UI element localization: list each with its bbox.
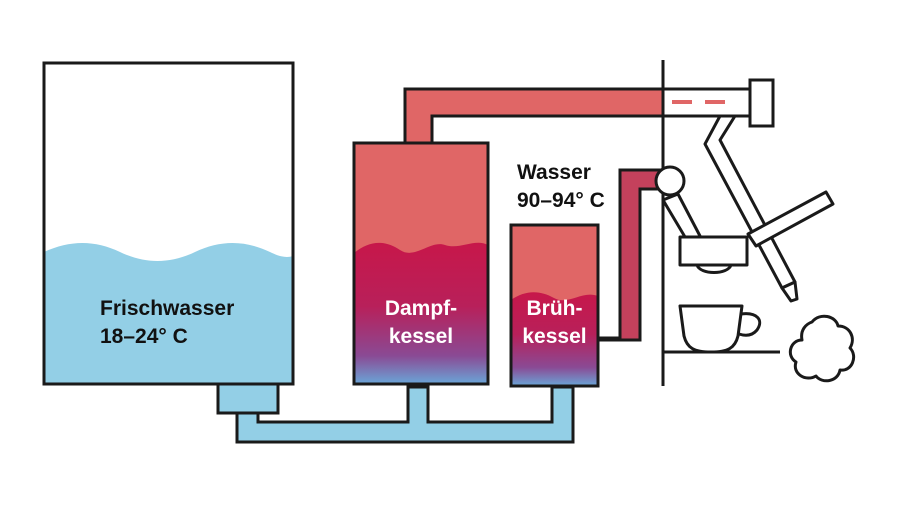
steam-valve	[661, 78, 775, 128]
brew-temp-label-line2: 90–94° C	[517, 189, 605, 212]
brew-temp-label-line1: Wasser	[517, 161, 591, 184]
steam-boiler	[352, 141, 490, 386]
group-head	[654, 165, 749, 274]
brew-boiler-label-line2: kessel	[522, 325, 587, 348]
fresh-water-level	[44, 243, 293, 384]
brew-pipe	[596, 168, 667, 342]
steam-boiler-label-line2: kessel	[388, 325, 454, 348]
steam-knob-lever	[746, 190, 835, 248]
brew-boiler-label-line1: Brüh-	[526, 297, 583, 320]
brew-boiler	[509, 223, 600, 388]
portafilter	[678, 235, 749, 267]
fresh-tank-label-temp: 18–24° C	[100, 325, 188, 348]
coffee-cup	[663, 304, 780, 354]
steam-cloud-icon	[788, 314, 856, 383]
tank-outlet	[216, 382, 280, 415]
cold-water-pipes	[235, 385, 575, 444]
fresh-tank-label-name: Frischwasser	[100, 297, 235, 320]
steam-boiler-label-line1: Dampf-	[384, 297, 458, 320]
steam-wand	[703, 114, 835, 303]
fresh-water-tank	[42, 61, 295, 415]
